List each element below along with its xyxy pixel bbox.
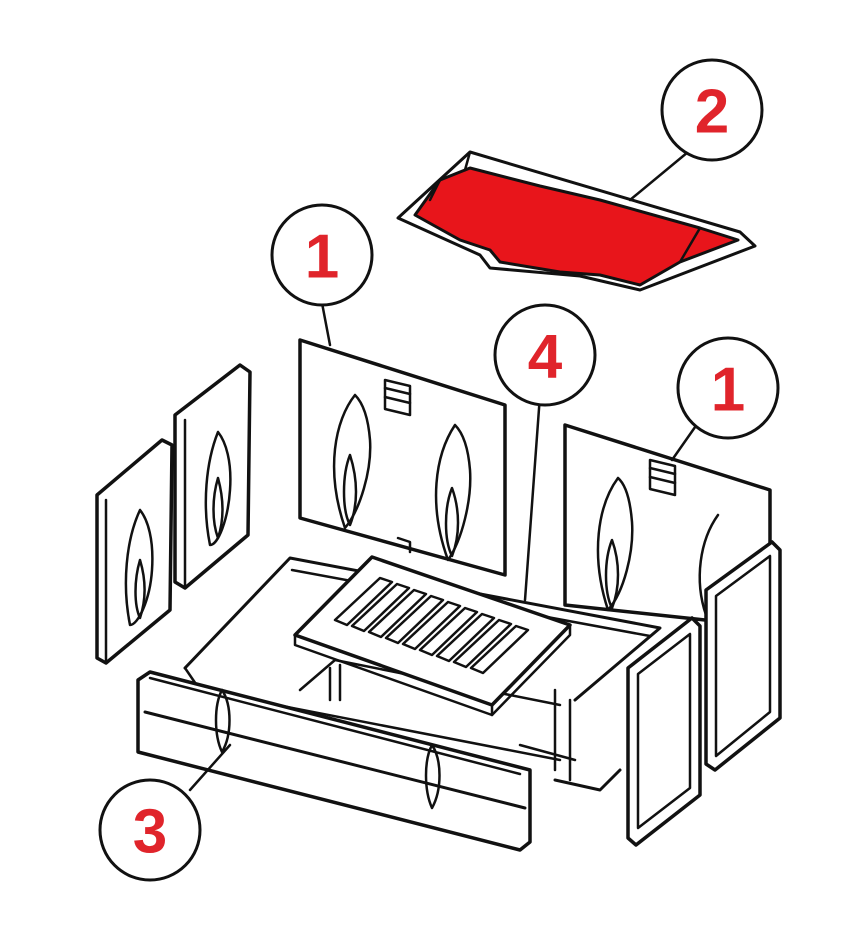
grate[interactable] [293,555,572,717]
leader-3 [188,743,232,792]
leader-2 [628,150,690,202]
side-panel-right-outer[interactable] [626,616,702,847]
baffle-plate-highlight [413,166,740,287]
callout-1-left[interactable]: 1 [270,203,374,307]
front-fire-bar[interactable] [136,670,532,852]
leader-1-left [320,301,332,347]
callout-2[interactable]: 2 [660,58,764,162]
baffle-plate[interactable] [396,150,757,292]
leader-lines [188,150,702,792]
callout-3[interactable]: 3 [98,778,202,882]
callout-1-right-label: 1 [711,356,745,425]
callout-4-label: 4 [528,323,563,392]
callout-1-right[interactable]: 1 [676,336,780,440]
callout-2-label: 2 [695,78,729,147]
side-panel-left-inner[interactable] [173,363,252,590]
side-panel-left-outer[interactable] [95,438,174,665]
callout-3-label: 3 [133,798,167,867]
side-panel-right-inner[interactable] [704,540,782,772]
grate-slots [333,576,530,675]
leader-4 [523,393,542,602]
callout-4[interactable]: 4 [493,303,597,407]
callout-1-left-label: 1 [305,223,339,292]
back-panel-left[interactable] [298,338,507,577]
